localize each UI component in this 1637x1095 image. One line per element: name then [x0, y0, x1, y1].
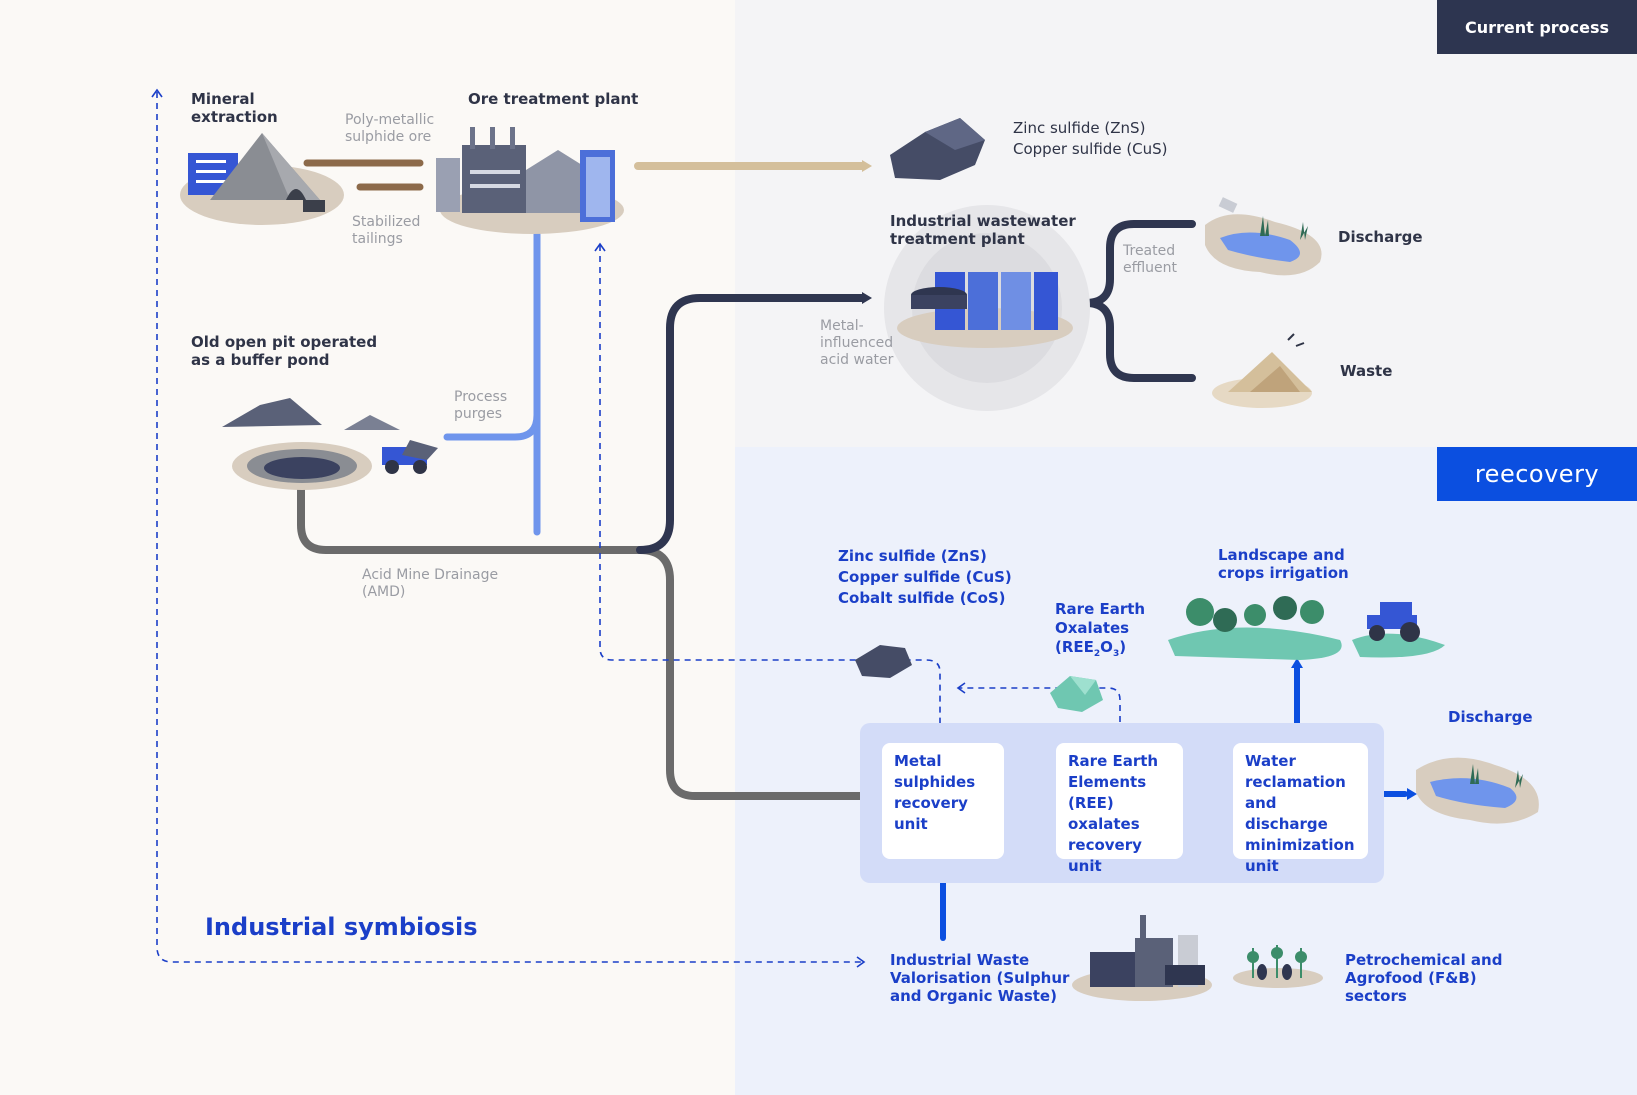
sulfides-bottom-label: Zinc sulfide (ZnS) Copper sulfide (CuS) …: [838, 547, 1012, 607]
sulfide-rocks-top: [890, 118, 985, 180]
mineral-extraction-label: Mineral extraction: [191, 90, 278, 126]
wastewater-plant-illustration: [884, 205, 1090, 411]
waste-valorisation-label: Industrial Waste Valorisation (Sulphur a…: [890, 951, 1070, 1005]
metal-acid-water-label: Metal- influenced acid water: [820, 318, 894, 368]
arrowhead: [1291, 658, 1303, 668]
waste-pipe: [1082, 299, 1196, 382]
ree-oxalates-label: Rare Earth Oxalates (REE2O3): [1055, 600, 1145, 664]
arrowhead: [151, 88, 163, 98]
zinc-copper-top-label: Zinc sulfide (ZnS) Copper sulfide (CuS): [1013, 119, 1168, 158]
ree-dashed: [958, 687, 1121, 722]
ree-oxalates-line2: Oxalates: [1055, 619, 1130, 637]
discharge-pond-top: [1205, 197, 1322, 276]
mine-illustration: [180, 133, 344, 225]
discharge-top-label: Discharge: [1338, 228, 1423, 246]
ree-oxalate-crystal: [1050, 676, 1103, 712]
petrochemical-label: Petrochemical and Agrofood (F&B) sectors: [1345, 951, 1503, 1005]
industrial-symbiosis-title: Industrial symbiosis: [205, 913, 478, 941]
amd-pipe: [297, 483, 866, 800]
wastewater-plant-label: Industrial wastewater treatment plant: [890, 212, 1076, 248]
acid-water-pipe: [636, 294, 866, 554]
industrial-plant-bottom: [1072, 915, 1212, 1001]
old-open-pit-label: Old open pit operated as a buffer pond: [191, 333, 378, 369]
sulfide-rocks-bottom: [855, 645, 912, 678]
process-purges-label: Process purges: [454, 389, 508, 422]
poly-metallic-label: Poly-metallic sulphide ore: [345, 112, 435, 145]
discharge-bottom-label: Discharge: [1448, 708, 1533, 726]
discharge-pond-bottom: [1416, 757, 1539, 824]
open-pit-illustration: [222, 398, 438, 490]
purge-branch-pipe: [443, 411, 541, 441]
arrowhead: [862, 160, 872, 172]
ree-oxalates-unit: Rare Earth Elements (REE) oxalates recov…: [1056, 743, 1183, 875]
arrowhead: [594, 242, 606, 252]
landscape-label: Landscape and crops irrigation: [1218, 546, 1349, 582]
ore-treatment-plant-label: Ore treatment plant: [468, 90, 639, 108]
waste-label: Waste: [1340, 362, 1393, 380]
water-reclamation-unit: Water reclamation and discharge minimiza…: [1233, 743, 1368, 875]
reecovery-logo: reecovery: [1437, 447, 1637, 501]
treated-effluent-label: Treated effluent: [1123, 243, 1177, 276]
waste-pile-illustration: [1212, 333, 1312, 408]
arrowhead: [856, 956, 866, 968]
ore-plant-illustration: [436, 127, 624, 234]
arrowhead: [862, 292, 872, 304]
metal-sulphides-unit: Metal sulphides recovery unit: [882, 743, 1004, 859]
amd-label: Acid Mine Drainage (AMD): [362, 567, 499, 600]
arrowhead: [956, 682, 966, 694]
current-process-tag: Current process: [1437, 0, 1637, 54]
sulfide-return-dashed: [599, 245, 941, 733]
ree-formula: (REE2O3): [1055, 638, 1127, 659]
landscape-illustration: [1168, 596, 1445, 660]
ree-oxalates-line1: Rare Earth: [1055, 600, 1146, 618]
agrofood-illustration: [1233, 945, 1323, 988]
arrowhead: [1407, 788, 1417, 800]
stabilized-tailings-label: Stabilized tailings: [352, 214, 421, 247]
